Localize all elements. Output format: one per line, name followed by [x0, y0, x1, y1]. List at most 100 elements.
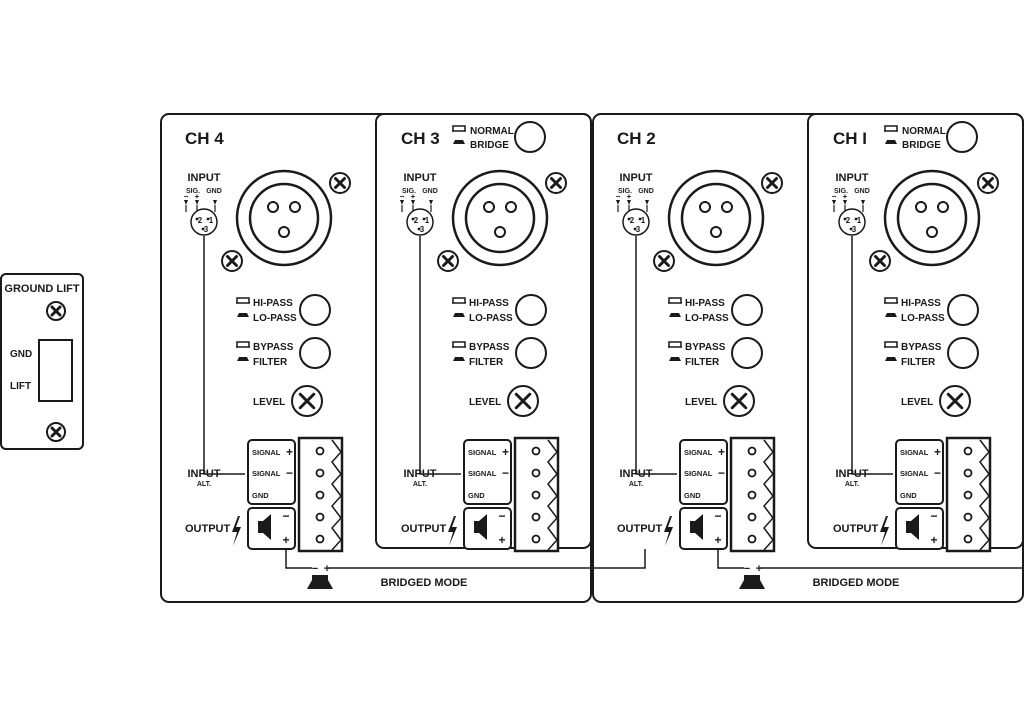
channel-2-lightning-icon [664, 516, 673, 546]
channel-2-pin-arrow-0 [616, 200, 620, 205]
channel-1-xlr-screw-top-icon [545, 172, 567, 194]
channel-2-xlr-screw-top-icon [761, 172, 783, 194]
ground-lift-top-screw-icon [46, 301, 66, 321]
channel-0-signal-plus-label: SIGNAL [252, 448, 281, 457]
channel-0-bypass-switch-icon [236, 341, 250, 348]
channel-3-output-label: OUTPUT [833, 523, 879, 535]
channel-0-level-label: LEVEL [253, 397, 285, 408]
channel-3-mode-button[interactable] [946, 121, 978, 153]
channel-1-signal-minus-sign: − [502, 466, 509, 480]
channel-2-signal-plus-sign: + [718, 445, 725, 459]
channel-2-pin-arrow-2 [645, 200, 649, 205]
channel-0-hipass-label: HI-PASS [253, 298, 293, 309]
channel-0-hipass-switch-icon [236, 297, 250, 304]
channel-0-terminal-screw-0 [315, 446, 325, 456]
channel-2-bypass-filter-button[interactable] [731, 337, 763, 369]
channel-1-bypass-label: BYPASS [469, 342, 510, 353]
channel-1-lopass-switch-icon [453, 313, 465, 317]
channel-1-lightning-icon [448, 516, 457, 546]
channel-0-bypass-label: BYPASS [253, 342, 294, 353]
channel-2-signal-minus-sign: − [718, 466, 725, 480]
channel-1-hilo-pass-button[interactable] [515, 294, 547, 326]
channel-3-hipass-label: HI-PASS [901, 298, 941, 309]
channel-3-pin-3: 3 [852, 225, 857, 234]
channel-2-terminal-screw-3 [747, 512, 757, 522]
channel-0-pin-2: 2 [198, 216, 203, 225]
bridged-plus-sign-0: + [324, 563, 330, 575]
channel-0-bypass-filter-button[interactable] [299, 337, 331, 369]
channel-2-hilo-pass-button[interactable] [731, 294, 763, 326]
channel-1-xlr-pin-diagram [406, 208, 434, 236]
channel-1-xlr-screw-bottom-icon [437, 250, 459, 272]
channel-0-input-alt-label: INPUT [188, 468, 221, 480]
channel-1-bypass-filter-button[interactable] [515, 337, 547, 369]
channel-2-terminal-label-box [679, 439, 728, 505]
channel-3-pin-2: 2 [846, 216, 851, 225]
channel-3-signal-minus-label: SIGNAL [900, 469, 929, 478]
channel-2-output-label: OUTPUT [617, 523, 663, 535]
channel-0-output-minus: − [282, 509, 289, 523]
channel-2-bypass-label: BYPASS [685, 342, 726, 353]
channel-1-title: CH 3 [401, 129, 440, 148]
channel-0-pin-minus: − [184, 192, 189, 201]
channel-2-speaker-icon [690, 514, 703, 540]
bridged-mode-0: −+BRIDGED MODE [285, 549, 646, 589]
channel-3-bridge-label: BRIDGE [902, 140, 941, 151]
channel-3-gnd-pin-label: GND [854, 188, 870, 195]
ground-lift-switch[interactable] [38, 339, 73, 402]
channel-1-mode-button[interactable] [514, 121, 546, 153]
channel-0-pin-plus: + [195, 192, 200, 201]
channel-3-lopass-switch-icon [885, 313, 897, 317]
channel-3-pin-minus: − [832, 192, 837, 201]
channel-3-terminal-label-box [895, 439, 944, 505]
channel-2-signal-minus-label: SIGNAL [684, 469, 713, 478]
channel-0-hilo-pass-button[interactable] [299, 294, 331, 326]
channel-2-pin-plus: + [627, 192, 632, 201]
channel-3-pin-arrow-0 [832, 200, 836, 205]
channel-0-signal-minus-sign: − [286, 466, 293, 480]
bridged-plus-wire-0 [328, 549, 646, 569]
channel-3-filter-label: FILTER [901, 357, 936, 368]
channel-1-signal-path [419, 236, 461, 475]
channel-0-filter-switch-icon [237, 357, 249, 361]
channel-0-input-label: INPUT [188, 172, 221, 184]
channel-2-input-label: INPUT [620, 172, 653, 184]
channel-2-pin-arrow-1 [627, 200, 631, 205]
channel-0-level-knob-icon[interactable] [291, 385, 323, 417]
channel-0-pin-arrow-0 [184, 200, 188, 205]
channel-0-terminal-screw-2 [315, 490, 325, 500]
channel-3-level-knob-icon[interactable] [939, 385, 971, 417]
channel-3-sig-label: SIG. [834, 188, 848, 195]
channel-2-alt-label: ALT. [629, 481, 643, 488]
ground-lift-title: GROUND LIFT [4, 283, 79, 295]
channel-0-filter-label: FILTER [253, 357, 288, 368]
channel-3-bypass-switch-icon [884, 341, 898, 348]
channel-1-bridge-label: BRIDGE [470, 140, 509, 151]
channel-3-speaker-output-box [895, 507, 944, 550]
channel-0-terminal-screw-3 [315, 512, 325, 522]
channel-3-alt-label: ALT. [845, 481, 859, 488]
channel-2-output-plus: + [714, 533, 721, 547]
bridged-speaker-icon-0 [307, 575, 333, 589]
channel-1-level-knob-icon[interactable] [507, 385, 539, 417]
channel-0-terminal-screw-4 [315, 534, 325, 544]
channel-3-hilo-pass-button[interactable] [947, 294, 979, 326]
channel-3-pin-1: 1 [857, 216, 862, 225]
channel-3-bypass-filter-button[interactable] [947, 337, 979, 369]
channel-0-xlr-screw-bottom-icon [221, 250, 243, 272]
channel-0-terminal-screw-1 [315, 468, 325, 478]
channel-3-pin-arrow-2 [861, 200, 865, 205]
channel-2-level-knob-icon[interactable] [723, 385, 755, 417]
channel-2-pin-2: 2 [630, 216, 635, 225]
channel-0-signal-minus-label: SIGNAL [252, 469, 281, 478]
channel-1-terminal-screw-0 [531, 446, 541, 456]
channel-1-normal-switch-icon [452, 125, 466, 132]
channel-3-xlr-screw-top-icon [977, 172, 999, 194]
ground-lift-lift-label: LIFT [10, 381, 31, 392]
channel-1-lopass-label: LO-PASS [469, 313, 513, 324]
channel-3-filter-switch-icon [885, 357, 897, 361]
